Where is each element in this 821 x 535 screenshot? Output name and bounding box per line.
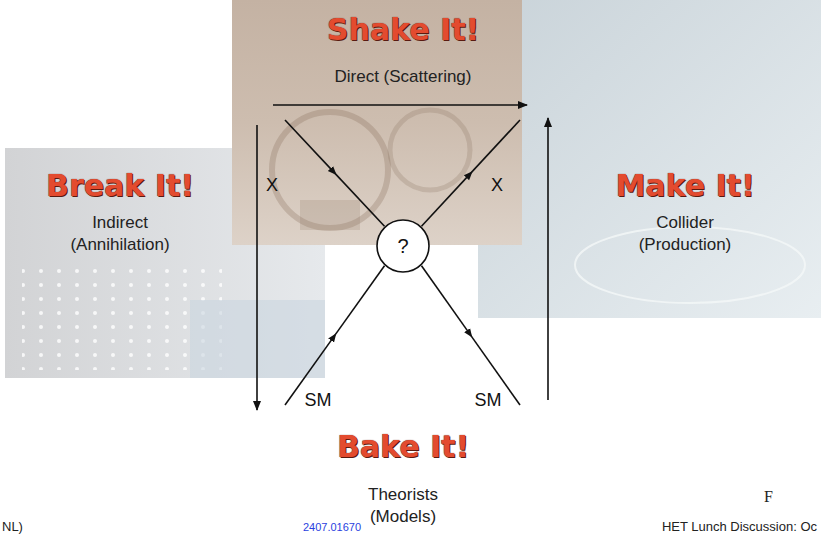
detector-part [390, 110, 470, 190]
vertex-symbol: ? [397, 234, 408, 258]
label-holder: SM [305, 389, 332, 411]
direction-arrow [273, 104, 527, 106]
particle-line [422, 173, 471, 226]
label-holder: SM [475, 389, 502, 411]
footer-fragment: HET Lunch Discussion: Oc [662, 519, 817, 535]
vertex-outline [377, 220, 429, 272]
approach-heading: Bake It! [337, 429, 469, 465]
particle-line [335, 173, 385, 226]
particle-line [335, 266, 385, 336]
particle-label: X [266, 174, 278, 196]
particle-label: SM [305, 389, 332, 411]
particle-line [285, 120, 335, 173]
particle-label: X [491, 174, 503, 196]
direction-arrow [547, 118, 549, 400]
text-holder: Make It! Collider (Production) [595, 168, 775, 256]
text-holder: Shake It! Direct (Scattering) [293, 12, 513, 88]
approach-heading: Break It! [30, 168, 210, 204]
approach-subtitle: Theorists (Models) [353, 484, 453, 528]
label-holder: X [266, 174, 278, 196]
detector-photo [232, 0, 522, 245]
detector-panel: Shake It! Direct (Scattering) [232, 0, 522, 245]
label-holder: X [491, 174, 503, 196]
page-fragment: F [764, 488, 773, 506]
approach-subtitle: Indirect (Annihilation) [58, 212, 183, 256]
label-holder: 2407.01670 [303, 517, 361, 535]
text-holder: ? [376, 219, 430, 273]
label-holder: F [764, 488, 773, 506]
footer-fragment: NL) [2, 519, 23, 535]
label-holder: Bake It! [337, 429, 469, 465]
arxiv-link: 2407.01670 [303, 521, 361, 534]
approach-subtitle: Direct (Scattering) [335, 66, 472, 88]
collider-photo [478, 0, 821, 318]
particle-label: SM [475, 389, 502, 411]
vertex-circle: ? [376, 219, 430, 273]
particle-line [471, 120, 520, 173]
approach-subtitle: Collider (Production) [625, 212, 745, 256]
approach-heading: Shake It! [293, 12, 513, 48]
label-holder: NL) [2, 517, 23, 535]
label-holder: Theorists (Models) [353, 484, 453, 528]
approach-heading: Make It! [595, 168, 775, 204]
icecube-photo [5, 148, 325, 378]
text-holder: Break It! Indirect (Annihilation) [30, 168, 210, 256]
collider-panel: Make It! Collider (Production) [478, 0, 821, 318]
detector-part [300, 200, 360, 230]
particle-line [422, 266, 471, 336]
label-holder: HET Lunch Discussion: Oc [662, 517, 817, 535]
direction-arrow [256, 125, 258, 410]
